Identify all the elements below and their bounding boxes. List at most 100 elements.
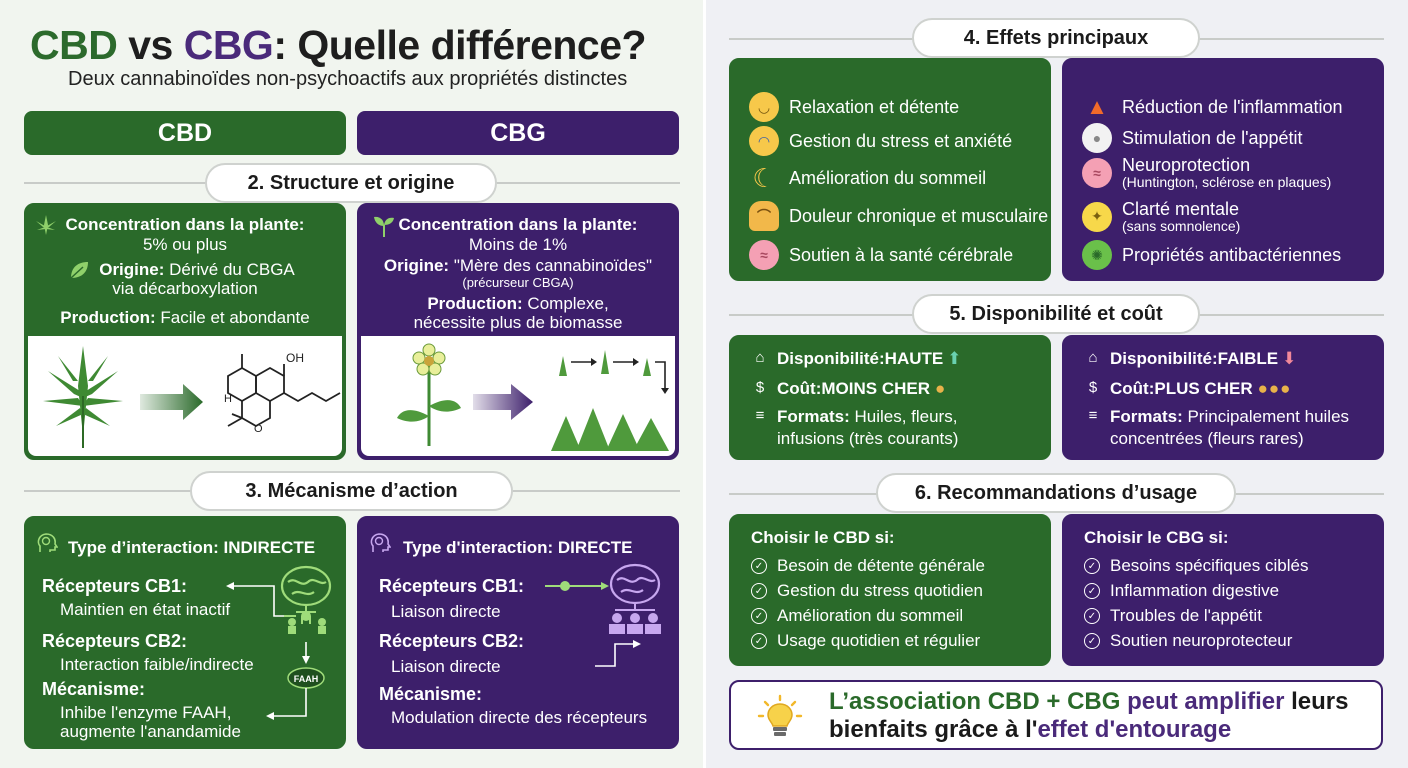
cbd-effect-label: Amélioration du sommeil bbox=[789, 167, 987, 188]
page-subtitle: Deux cannabinoïdes non-psychoactifs aux … bbox=[68, 68, 628, 90]
cbg-formats-label: Formats: bbox=[1110, 407, 1183, 426]
cbd-availability-label: Disponibilité: bbox=[777, 349, 885, 368]
cbd-recommendation-item: ✓Amélioration du sommeil bbox=[751, 606, 963, 626]
anxious-face-icon: ◠ bbox=[749, 126, 779, 156]
cbg-effect-item: ✦Clarté mentale(sans somnolence) bbox=[1082, 200, 1240, 234]
check-circle-icon: ✓ bbox=[751, 633, 767, 649]
cbg-effect-label: Clarté mentale bbox=[1122, 199, 1240, 219]
banner-entourage: effet d'entourage bbox=[1037, 716, 1232, 743]
cbg-availability-card: ⌂Disponibilité: FAIBLE⬇ $Coût: PLUS CHER… bbox=[1062, 335, 1384, 460]
flexed-arm-icon: ⌒ bbox=[749, 201, 779, 231]
head-brain-icon bbox=[370, 533, 391, 552]
banner-cbg: CBG bbox=[1067, 688, 1121, 715]
section-4-title: 4. Effets principaux bbox=[912, 18, 1200, 58]
cbd-structure-illustration: OH O H bbox=[28, 336, 342, 456]
section-6-title: 6. Recommandations d’usage bbox=[876, 473, 1236, 513]
cbg-effect-item: ✺Propriétés antibactériennes bbox=[1082, 240, 1341, 270]
cbd-production-label: Production: bbox=[60, 308, 156, 327]
cbg-production-value: Complexe, bbox=[522, 294, 609, 313]
flower-to-plants-illustration bbox=[397, 343, 669, 451]
banner-text: L’association bbox=[829, 688, 988, 715]
lightbulb-icon: ✦ bbox=[1082, 201, 1112, 232]
cbd-origin-label: Origine: bbox=[99, 260, 165, 279]
cbg-recommendation-label: Besoins spécifiques ciblés bbox=[1110, 556, 1309, 575]
cbd-cb2-label: Récepteurs CB2: bbox=[42, 631, 188, 651]
cbd-indirect-mechanism-diagram: FAAH bbox=[226, 565, 332, 720]
cbg-recommendation-item: ✓Soutien neuroprotecteur bbox=[1084, 631, 1292, 651]
title-vs: vs bbox=[117, 22, 184, 68]
cbg-formats-row: ≡Formats: Principalement huiles bbox=[1082, 407, 1349, 427]
cbg-origin-label: Origine: bbox=[383, 256, 450, 275]
cbd-column-header: CBD bbox=[24, 111, 346, 155]
cbg-effect-label: Réduction de l'inflammation bbox=[1122, 96, 1343, 117]
cbd-origin-value: Dérivé du CBGA bbox=[164, 260, 295, 279]
section-3-title: 3. Mécanisme d’action bbox=[190, 471, 513, 511]
entourage-effect-banner: L’association CBD + CBG peut amplifier l… bbox=[729, 680, 1383, 750]
cbd-recommendation-label: Usage quotidien et régulier bbox=[777, 631, 981, 650]
cbd-cb2-desc: Interaction faible/indirecte bbox=[60, 655, 254, 674]
cbd-formats-label: Formats: bbox=[777, 407, 850, 426]
house-icon: ⌂ bbox=[1088, 349, 1098, 366]
cbd-concentration-value: 5% ou plus bbox=[142, 235, 228, 254]
cbd-effect-item: ≈Soutien à la santé cérébrale bbox=[749, 240, 1013, 270]
title-rest: : Quelle différence? bbox=[273, 22, 647, 68]
cbd-recommendation-label: Besoin de détente générale bbox=[777, 556, 985, 575]
money-bag-icon: $ bbox=[1088, 379, 1098, 396]
cbd-origin-value-2: via décarboxylation bbox=[112, 279, 258, 298]
relieved-face-icon: ◡ bbox=[749, 92, 779, 122]
money-bags-icon: ●●● bbox=[1257, 379, 1292, 398]
banner-amplifier: amplifier bbox=[1184, 688, 1285, 715]
cbg-effect-label: Stimulation de l'appétit bbox=[1122, 127, 1303, 148]
check-circle-icon: ✓ bbox=[751, 583, 767, 599]
check-circle-icon: ✓ bbox=[1084, 608, 1100, 624]
cbg-origin-note: (précurseur CBGA) bbox=[462, 275, 574, 290]
cbd-concentration-label: Concentration dans la plante: bbox=[65, 215, 305, 234]
cbd-mechanism-desc-2: augmente l'anandamide bbox=[60, 722, 241, 741]
cbg-cb2-label: Récepteurs CB2: bbox=[379, 631, 525, 651]
cbg-cb1-label: Récepteurs CB1: bbox=[379, 576, 525, 596]
cbg-recommendations-heading: Choisir le CBG si: bbox=[1084, 528, 1229, 547]
leaf-icon bbox=[70, 262, 88, 279]
cbg-effect-item: ▲ Réduction de l'inflammation bbox=[1082, 92, 1343, 122]
cbd-mechanism-desc-1: Inhibe l'enzyme FAAH, bbox=[60, 703, 232, 722]
cbg-effect-note: (Huntington, sclérose en plaques) bbox=[1122, 173, 1332, 190]
banner-text: bienfaits grâce à l' bbox=[829, 716, 1038, 743]
cbg-recommendation-item: ✓ Besoins spécifiques ciblés bbox=[1084, 556, 1308, 576]
cbg-effect-item: ●Stimulation de l'appétit bbox=[1082, 123, 1303, 153]
cbd-effect-label: Relaxation et détente bbox=[789, 96, 960, 117]
check-circle-icon: ✓ bbox=[1084, 558, 1100, 574]
sprout-icon bbox=[374, 216, 394, 237]
check-circle-icon: ✓ bbox=[751, 558, 767, 574]
cbg-recommendations-card: Choisir le CBG si: ✓ Besoins spécifiques … bbox=[1062, 514, 1384, 666]
microbe-icon: ✺ bbox=[1082, 240, 1112, 270]
banner-text: leurs bbox=[1284, 688, 1349, 715]
lightbulb-icon bbox=[757, 694, 803, 736]
cbg-recommendation-label: Inflammation digestive bbox=[1110, 581, 1280, 600]
cannabis-plant-molecule-illustration: OH O H bbox=[43, 346, 341, 448]
money-bag-icon: ● bbox=[935, 379, 946, 398]
banner-cbd: CBD bbox=[987, 688, 1040, 715]
cbd-structure-card: Concentration dans la plante: 5% ou plus… bbox=[24, 203, 346, 460]
cbd-mechanism-label: Mécanisme: bbox=[42, 679, 146, 699]
cbg-origin-value: "Mère des cannabinoïdes" bbox=[449, 256, 653, 275]
cbd-availability-row: ⌂Disponibilité: HAUTE⬆ bbox=[749, 349, 961, 369]
title-cbg: CBG bbox=[183, 22, 274, 68]
banner-text: + bbox=[1039, 688, 1068, 715]
cbg-production-label: Production: bbox=[427, 294, 523, 313]
fire-icon: ▲ bbox=[1086, 94, 1108, 119]
coins-stack-icon: ≡ bbox=[755, 407, 765, 424]
cbg-effects-card: ▲ Réduction de l'inflammation ●Stimulatio… bbox=[1062, 58, 1384, 281]
cbg-mechanism-label: Mécanisme: bbox=[379, 684, 483, 704]
cbd-recommendation-item: ✓ Usage quotidien et régulier bbox=[751, 631, 980, 651]
check-circle-icon: ✓ bbox=[751, 608, 767, 624]
cbg-cb1-desc: Liaison directe bbox=[391, 602, 501, 621]
cbd-effect-item: ◠Gestion du stress et anxiété bbox=[749, 126, 1012, 156]
cbg-structure-illustration bbox=[361, 336, 675, 456]
column-divider bbox=[703, 0, 706, 768]
cbg-concentration-label: Concentration dans la plante: bbox=[398, 215, 638, 234]
cbd-mechanism-card: Type d’interaction: INDIRECTE Récepteurs… bbox=[24, 516, 346, 749]
cbg-availability-label: Disponibilité: bbox=[1110, 349, 1218, 368]
cbd-recommendations-card: Choisir le CBD si: ✓Besoin de détente gé… bbox=[729, 514, 1051, 666]
svg-text:O: O bbox=[254, 423, 263, 435]
cbd-recommendation-label: Gestion du stress quotidien bbox=[777, 581, 984, 600]
